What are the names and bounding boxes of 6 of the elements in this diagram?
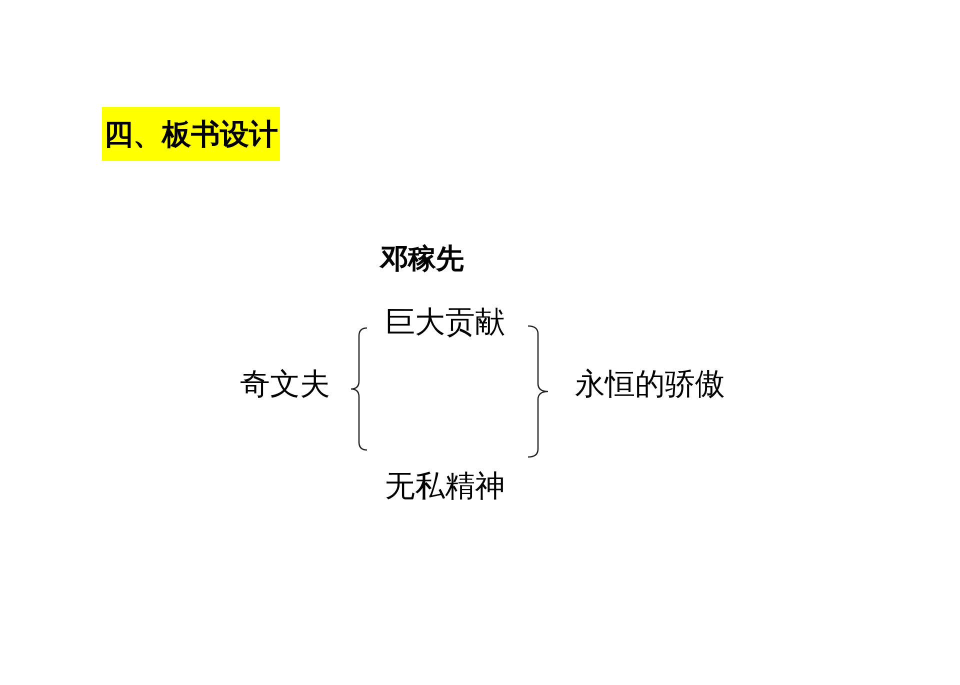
point-text: 巨大贡献 — [385, 306, 505, 339]
point-text: 无私精神 — [385, 470, 505, 503]
name-heading: 邓稼先 — [380, 244, 464, 275]
subject-text: 奇文夫 — [240, 368, 330, 401]
title-heading: 四、板书设计 — [102, 107, 280, 161]
conclusion-text: 永恒的骄傲 — [575, 368, 725, 401]
